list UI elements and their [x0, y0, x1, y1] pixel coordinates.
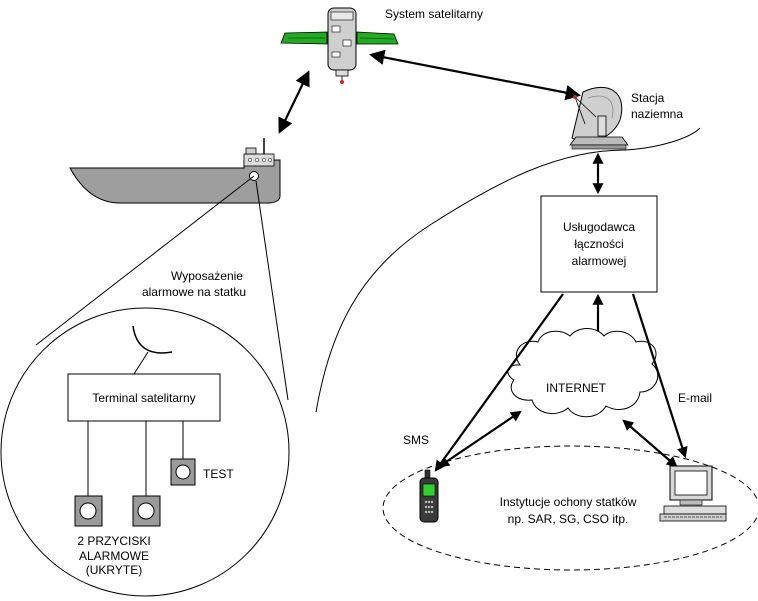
station-label-line1: Stacja — [631, 91, 665, 105]
email-label: E-mail — [678, 391, 712, 405]
provider-line1: Usługodawca — [563, 220, 635, 234]
link-satellite-station — [368, 49, 582, 101]
link-internet-phone — [438, 410, 522, 468]
buttons-label-line1: 2 PRZYCISKI — [77, 534, 150, 548]
terminal-box — [67, 373, 221, 422]
internet-label: INTERNET — [546, 381, 607, 395]
alarm-button-2 — [132, 495, 161, 527]
coastline — [315, 127, 701, 413]
magnifier-line-left — [35, 175, 255, 346]
equipment-label-line1: Wyposażenie — [171, 269, 243, 283]
link-satellite-ship — [278, 70, 310, 134]
satellite-icon — [280, 7, 399, 84]
institutions-label-line2: np. SAR, SG, CSO itp. — [508, 512, 629, 526]
test-button — [170, 458, 196, 486]
sms-label: SMS — [403, 433, 429, 447]
institutions-label-line1: Instytucje ochony statków — [500, 495, 637, 509]
computer-icon — [659, 465, 727, 522]
buttons-label-line2: ALARMOWE — [79, 549, 149, 563]
link-internet-computer — [622, 419, 678, 468]
antenna-mast — [133, 351, 149, 375]
satellite-dish-icon — [569, 86, 629, 150]
test-label: TEST — [203, 467, 234, 481]
equipment-detail-circle — [0, 307, 290, 597]
ship-icon — [69, 138, 281, 204]
station-label-line2: naziemna — [631, 107, 683, 121]
equipment-label-line2: alarmowe na statku — [142, 285, 246, 299]
internet-cloud — [507, 328, 659, 418]
provider-line3: alarmowej — [572, 254, 627, 268]
buttons-label-line3: (UKRYTE) — [86, 563, 142, 577]
provider-line2: łączności — [574, 237, 623, 251]
terminal-label: Terminal satelitarny — [92, 391, 195, 405]
terminal-antenna — [132, 325, 173, 354]
magnifier-line-right — [255, 180, 289, 401]
provider-box — [540, 195, 658, 293]
alarm-button-1 — [74, 495, 103, 527]
mobile-phone-icon — [419, 469, 439, 523]
satellite-label: System satelitarny — [385, 7, 483, 21]
